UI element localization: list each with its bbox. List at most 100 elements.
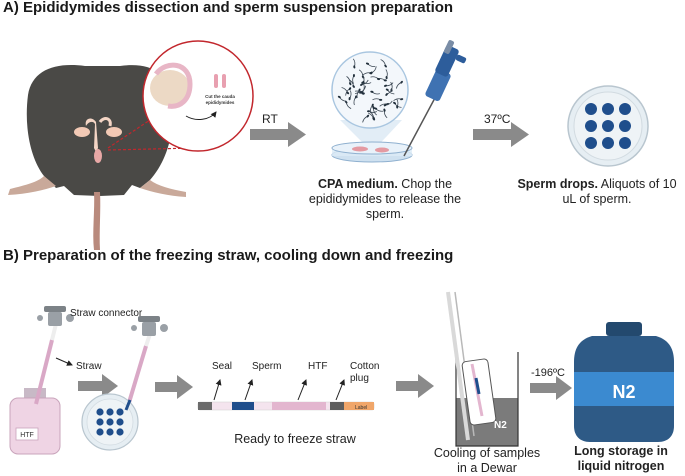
sperm-head [374,107,378,110]
arrow-b3 [396,374,434,398]
storage-caption-line2: liquid nitrogen [577,459,665,473]
sperm-head [372,117,376,121]
sperm-head [385,93,388,96]
nitrogen-tank [574,322,674,442]
sperm-head [385,75,388,80]
tank-label: N2 [612,382,635,402]
sperm-head [383,108,386,112]
sperm-head [337,95,341,99]
sperm-drop [602,120,614,132]
straw-loading [81,316,168,451]
storage-caption: Long storage in liquid nitrogen [556,444,685,474]
drops-caption-line2: uL of sperm. [562,192,632,206]
sperm-head [346,91,350,95]
sperm-drop [96,408,104,416]
cpa-magnified-view [331,51,409,152]
sperm-head [383,103,387,107]
mouse-illustration [8,65,186,250]
temp-37-label: 37ºC [484,112,511,126]
cooling-caption-line2: in a Dewar [457,461,517,475]
sperm-drop [106,408,114,416]
sperm-drop [116,428,124,436]
arrow-rt [250,122,306,147]
sperm-drop [96,428,104,436]
sperm-drop [585,137,597,149]
cooling-caption-line1: Cooling of samples [433,446,541,460]
sperm-drops [96,408,124,436]
htf-label: HTF [308,361,327,372]
cotton-label-line2: plug [350,373,369,384]
cotton-label-line1: Cotton [350,361,379,372]
sperm-head [360,83,363,86]
storage-caption-line1: Long storage in [574,444,668,458]
sperm-drop [619,120,631,132]
arrow-b1 [78,374,118,398]
sperm-head [367,110,371,113]
straw-tag-label: Label [355,405,367,411]
sperm-drop [106,428,114,436]
pipette-icon [403,40,467,157]
straw-with-connector [34,306,74,405]
arrow-b4 [530,376,572,400]
sperm-head [383,79,387,82]
inset-label-line2: epididymides [206,100,235,105]
sperm-head [352,85,355,88]
sperm-head [369,71,373,74]
straw-connector-label: Straw connector [70,308,143,319]
straw-pointer [55,357,73,366]
sperm-head [358,88,361,92]
temp-196-label: -196ºC [531,367,565,379]
epididymis-inset [142,40,254,152]
arrow-b2 [155,375,193,399]
zoom-line [107,111,163,149]
cpa-dish [331,141,413,163]
sperm-head [353,65,356,69]
sperm-label: Sperm [252,361,281,372]
htf-bottle [9,388,61,455]
sperm-head [362,80,365,85]
straw-label: Straw [76,361,102,372]
sperm-head [385,88,389,91]
cpa-caption-bold: CPA medium. [317,177,398,191]
sperm-head [400,98,404,101]
sperm-head [370,90,374,93]
sperm-head [376,77,381,81]
sperm-head [359,90,362,94]
sperm-drop [585,103,597,115]
sperm-drop [619,137,631,149]
cooling-caption: Cooling of samples in a Dewar [422,446,552,476]
sperm-drop [106,418,114,426]
sperm-head [354,95,358,99]
sperm-drop [602,137,614,149]
sperm-cells [337,58,404,123]
drops-caption: Sperm drops. Aliquots of 10 uL of sperm. [512,177,682,207]
dewar-cooling [446,291,519,447]
seal-label: Seal [212,361,232,372]
sperm-head [396,105,399,109]
sperm-head [372,106,375,110]
sperm-drops [585,103,631,149]
sperm-head [349,82,352,86]
reproductive-tract [74,117,122,163]
sperm-drop [619,103,631,115]
sperm-drop [116,418,124,426]
sperm-drops-dish [567,85,649,167]
htf-bottle-label: HTF [20,432,34,439]
sperm-head [348,97,351,101]
sperm-head [366,114,370,118]
cpa-caption-line2: epididymides to release the [308,192,462,206]
drops-caption-rest: Aliquots of 10 [598,177,677,191]
sperm-head [365,62,370,65]
sperm-drop [602,103,614,115]
section-b-title: B) Preparation of the freezing straw, co… [3,247,454,264]
sperm-head [352,73,355,78]
sperm-drop [96,418,104,426]
ready-straw [197,379,375,411]
cpa-caption: CPA medium. Chop the epididymides to rel… [300,177,470,222]
sperm-drop [116,408,124,416]
sperm-head [383,84,388,87]
section-a-title: A) Epididymides dissection and sperm sus… [3,0,454,16]
ready-straw-caption: Ready to freeze straw [234,432,356,446]
cpa-caption-line3: sperm. [365,207,405,221]
